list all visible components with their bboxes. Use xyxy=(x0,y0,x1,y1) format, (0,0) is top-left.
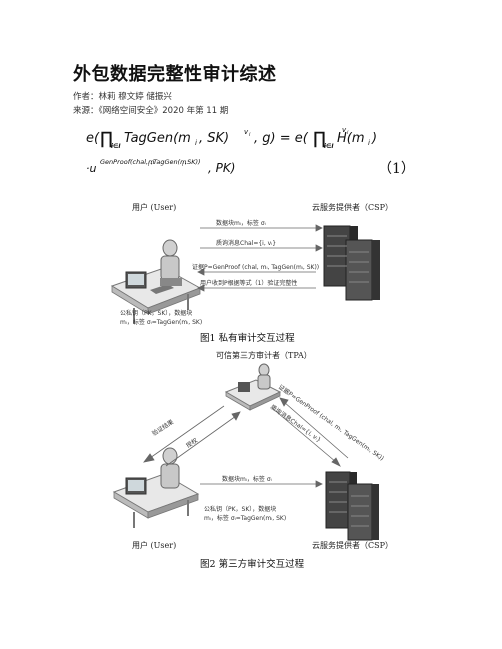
svg-text:H(m: H(m xyxy=(337,131,365,146)
svg-text:,SK)): ,SK)) xyxy=(185,158,201,166)
svg-text:): ) xyxy=(371,131,377,146)
document-title: 外包数据完整性审计综述 xyxy=(73,64,277,85)
svg-text:i: i xyxy=(249,132,251,138)
figure-1-diagram xyxy=(110,224,380,324)
svg-text:GenProof(chal,m: GenProof(chal,m xyxy=(100,158,154,166)
tpa-workstation-icon xyxy=(224,363,282,411)
cloud-server-icon xyxy=(325,471,379,541)
svg-text:i: i xyxy=(148,162,150,168)
equation-graphic: e( ∏ i∈I TagGen(m i , SK) v i , g) = e( … xyxy=(86,126,377,175)
fig1-msg-data: 数据块mᵢ，标签 σᵢ xyxy=(216,220,266,227)
fig1-user-label: 用户 (User) xyxy=(132,203,177,212)
authors-line: 作者：林莉 穆文婷 储振兴 xyxy=(73,92,172,102)
fig2-keys-line2: mᵢ，标签 σᵢ=TagGen(mᵢ, SK) xyxy=(204,515,287,522)
fig1-csp-label: 云服务提供者（CSP） xyxy=(312,203,393,212)
svg-text:i: i xyxy=(368,139,370,147)
svg-text:v: v xyxy=(342,126,347,134)
svg-text:e(: e( xyxy=(86,131,100,146)
equation-number: （1） xyxy=(378,161,415,177)
svg-text:i: i xyxy=(195,139,197,147)
fig1-msg-challenge: 质询消息Chal={i, vᵢ} xyxy=(216,240,277,247)
figure-2: 可信第三方审计者（TPA） 验证结果 授权 证据P=GenProof (chal… xyxy=(104,350,396,576)
svg-text:, PK): , PK) xyxy=(208,161,235,175)
figure-2-caption: 图2 第三方审计交互过程 xyxy=(200,559,305,570)
svg-text:·u: ·u xyxy=(86,162,96,175)
svg-text:, SK): , SK) xyxy=(199,131,229,146)
svg-text:,TagGen(m: ,TagGen(m xyxy=(151,158,187,166)
svg-text:i: i xyxy=(347,130,349,136)
source-line: 来源：《网络空间安全》2020 年第 11 期 xyxy=(73,106,229,116)
fig1-keys-line2: mᵢ，标签 σᵢ=TagGen(mᵢ, SK) xyxy=(120,319,203,326)
figure-2-diagram xyxy=(112,363,379,541)
cloud-server-icon xyxy=(323,225,380,301)
svg-text:, g) = e(: , g) = e( xyxy=(254,131,309,146)
fig1-keys-line1: 公私钥（PK，SK），数据块 xyxy=(120,310,193,317)
figure-1-caption: 图1 私有审计交互过程 xyxy=(200,333,295,344)
fig2-csp-label: 云服务提供者（CSP） xyxy=(312,541,393,550)
svg-text:i: i xyxy=(182,162,184,168)
fig2-tpa-label: 可信第三方审计者（TPA） xyxy=(216,351,312,360)
figure-1: 用户 (User) 云服务提供者（CSP） 数据块mᵢ，标签 σᵢ 质询消息Ch… xyxy=(104,196,396,350)
svg-text:∏: ∏ xyxy=(313,129,326,149)
fig2-msg-data: 数据块mᵢ，标签 σᵢ xyxy=(222,476,272,483)
svg-text:TagGen(m: TagGen(m xyxy=(124,131,191,146)
fig2-user-label: 用户 (User) xyxy=(132,541,177,550)
svg-text:i∈I: i∈I xyxy=(324,143,334,150)
fig1-msg-verify: 用户收到P根据等式（1）验证完整性 xyxy=(200,280,298,287)
svg-text:i∈I: i∈I xyxy=(111,143,121,150)
fig2-keys-line1: 公私钥（PK，SK），数据块 xyxy=(204,506,277,513)
fig1-msg-proof: 证据P=GenProof (chal, mᵢ, TagGen(mᵢ, SK)) xyxy=(192,264,320,271)
svg-text:∏: ∏ xyxy=(100,129,113,149)
svg-text:v: v xyxy=(244,128,249,136)
user-workstation-icon xyxy=(110,239,202,324)
user-workstation-icon xyxy=(112,447,200,528)
